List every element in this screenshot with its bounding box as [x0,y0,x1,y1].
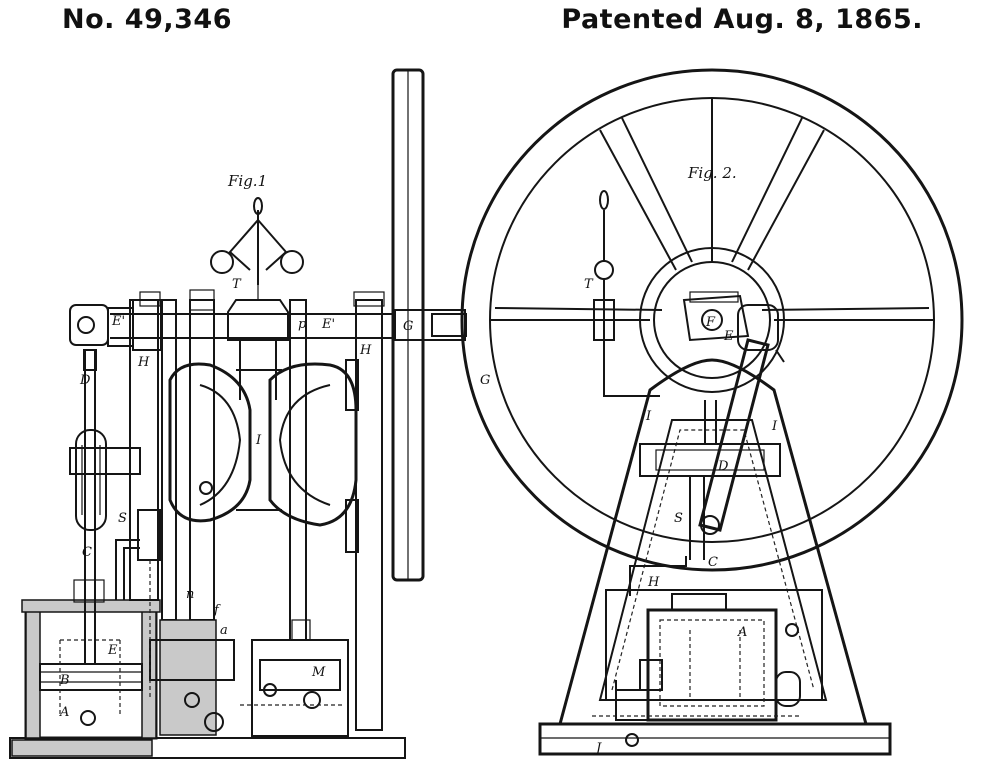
label-I3: I [771,419,778,434]
label-H1: H [359,343,372,358]
fig2-base [540,724,890,754]
fig1-base-hatch [12,740,152,756]
fig1-labels: Fig.1 T E' E' p H H D I S C n f a E B A … [59,172,413,720]
label-F: F [705,315,716,330]
label-B: B [59,673,70,688]
label-T2: T [584,277,594,292]
label-E2: E [723,329,734,344]
label-S2: S [674,511,683,526]
label-C: C [82,545,92,560]
label-H: H [137,355,150,370]
label-f: f [213,603,221,618]
fig2-title: Fig. 2. [687,164,737,182]
label-E1: E' [111,314,125,329]
label-a: a [220,623,228,638]
fig1-pump [240,620,348,736]
fig1-governor [211,198,303,285]
label-I2: I [645,409,652,424]
label-E: E [107,643,118,658]
label-C2: C [708,555,718,570]
fig1-cylinder [22,580,160,738]
fig1-engine-drawing: Fig.1 T E' E' p H H D I S C n f a E B A … [10,70,465,758]
label-M: M [311,665,326,680]
label-H2: H [647,575,660,590]
label-G2: G [480,373,490,388]
label-I: I [255,433,262,448]
fig1-title: Fig.1 [227,172,267,190]
fig1-frame [170,360,358,552]
label-A: A [59,705,69,720]
label-n: n [186,587,194,602]
fig2-labels: Fig. 2. T F E G I I D S C H A J [480,164,778,756]
label-p: p [298,317,307,332]
label-S: S [118,511,127,526]
label-D: D [79,373,91,388]
label-A2: A [737,625,747,640]
label-D2: D [717,459,729,474]
label-E1b: E' [321,317,335,332]
label-T: T [232,277,242,292]
label-G: G [403,319,413,334]
fig2-engine-drawing: Fig. 2. T F E G I I D S C H A J [462,70,962,756]
